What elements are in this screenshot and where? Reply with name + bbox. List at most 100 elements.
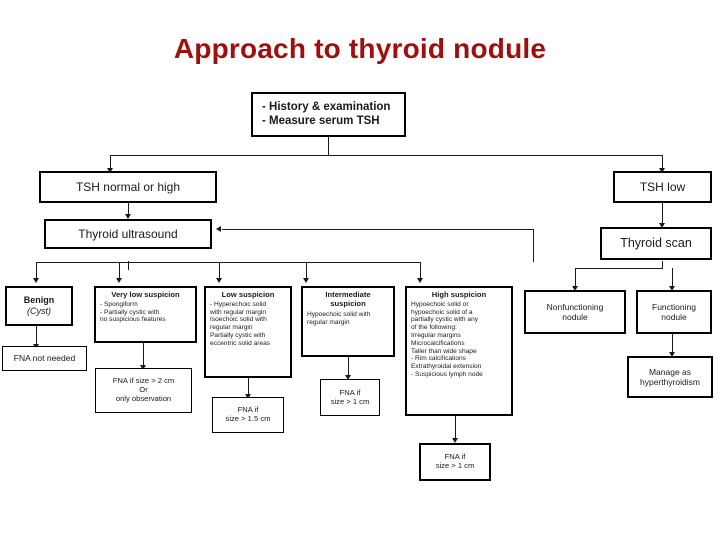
very-low-line-2: - Partially cystic with: [100, 308, 160, 316]
node-fna-not-needed[interactable]: FNA not needed: [2, 346, 87, 371]
arrow-verylow-action-icon: [139, 365, 146, 370]
connector-scan-fan: [575, 268, 663, 269]
node-high-action[interactable]: FNA if size > 1 cm: [419, 443, 491, 481]
intermediate-action-line-1: FNA if: [339, 387, 361, 397]
node-thyroid-ultrasound[interactable]: Thyroid ultrasound: [44, 219, 212, 249]
connector-scan-to-nonfunctioning: [575, 268, 576, 288]
functioning-line-2: nodule: [661, 312, 687, 322]
intermediate-line-2: regular margin: [307, 318, 350, 326]
connector-functioning-to-manage: [672, 334, 673, 354]
nonfunctioning-line-1: Nonfunctioning: [546, 301, 604, 312]
node-thyroid-scan[interactable]: Thyroid scan: [600, 227, 712, 260]
high-action-line-1: FNA if: [444, 452, 466, 462]
node-functioning-nodule[interactable]: Functioning nodule: [636, 290, 712, 334]
tsh-low-label: TSH low: [639, 179, 686, 194]
initial-line-1: - History & examination: [262, 100, 391, 113]
node-manage-as-hyperthyroidism[interactable]: Manage as hyperthyroidism: [627, 356, 713, 398]
low-line-6: eccentric solid areas: [210, 339, 271, 347]
node-low-action[interactable]: FNA if size > 1.5 cm: [212, 397, 284, 433]
arrow-to-ultrasound-icon: [124, 214, 131, 219]
connector-scan-stem: [662, 261, 663, 269]
initial-line-2: - Measure serum TSH: [262, 114, 380, 127]
low-title: Low suspicion: [221, 290, 275, 299]
low-line-1: - Hyperechoic solid: [210, 300, 267, 308]
functioning-line-1: Functioning: [652, 301, 696, 312]
arrow-into-ultrasound-icon: [216, 225, 221, 232]
connector-us-stem: [128, 261, 129, 270]
arrow-to-functioning-icon: [668, 286, 675, 291]
arrow-to-scan-icon: [658, 223, 665, 228]
arrow-to-verylow-icon: [115, 278, 122, 283]
arrow-to-manage-icon: [668, 352, 675, 357]
high-line-8: - Rim calcifications: [411, 355, 466, 363]
high-line-1: Hypoechoic solid or: [411, 300, 469, 308]
intermediate-action-line-2: size > 1 cm: [330, 396, 370, 406]
node-initial-assessment[interactable]: - History & examination - Measure serum …: [251, 92, 406, 137]
manage-line-2: hyperthyroidism: [640, 377, 700, 387]
connector-initial-stem: [328, 137, 329, 155]
tsh-normal-label: TSH normal or high: [75, 179, 181, 194]
intermediate-title-1: Intermediate: [325, 290, 371, 299]
high-line-2: hypoechoic solid of a: [411, 308, 473, 316]
node-intermediate-suspicion[interactable]: Intermediate suspicion Hypoechoic solid …: [301, 286, 395, 357]
connector-us-to-high: [420, 262, 421, 280]
low-line-3: Isoechoic solid with: [210, 316, 267, 324]
low-line-5: Partially cystic with: [210, 332, 266, 340]
page-title: Approach to thyroid nodule: [173, 33, 547, 64]
connector-scan-return-vert: [533, 229, 534, 262]
intermediate-title-2: suspicion: [330, 298, 366, 308]
node-tsh-normal-or-high[interactable]: TSH normal or high: [39, 171, 217, 203]
arrow-to-high-icon: [416, 278, 423, 283]
connector-scan-to-functioning: [672, 268, 673, 288]
node-low-suspicion[interactable]: Low suspicion - Hyperechoic solid with r…: [204, 286, 292, 378]
arrow-to-intermediate-icon: [302, 278, 309, 283]
connector-verylow-to-action: [143, 343, 144, 367]
benign-subtitle: (Cyst): [27, 306, 51, 316]
high-line-9: Extrathyroidal extension: [411, 363, 482, 371]
low-line-2: with regular margin: [210, 308, 267, 316]
high-line-5: Irregular margins: [411, 332, 461, 340]
node-very-low-action[interactable]: FNA if size > 2 cm Or only observation: [95, 368, 192, 413]
high-line-6: Microcalcifications: [411, 339, 465, 347]
very-low-line-3: no suspicious features: [100, 316, 166, 324]
connector-tshlow-to-scan: [662, 203, 663, 225]
high-line-7: Taller than wide shape: [411, 347, 477, 355]
very-low-action-line-1: FNA if size > 2 cm: [112, 376, 175, 386]
low-line-4: regular margin: [210, 324, 253, 332]
high-line-3: partially cystic with any: [411, 316, 479, 324]
connector-low-to-action: [248, 378, 249, 396]
arrow-to-nonfunctioning-icon: [571, 286, 578, 291]
high-action-line-2: size > 1 cm: [435, 461, 475, 470]
connector-to-tsh-normal: [110, 155, 111, 170]
arrow-low-action-icon: [244, 394, 251, 399]
connector-tshnormal-to-us: [128, 203, 129, 216]
very-low-action-line-2: Or: [139, 385, 148, 395]
connector-us-to-verylow: [119, 262, 120, 280]
connector-to-tsh-low: [662, 155, 663, 170]
very-low-title: Very low suspicion: [111, 290, 180, 299]
connector-us-to-low: [219, 262, 220, 280]
connector-scan-return-horiz: [222, 229, 534, 230]
high-line-4: of the following:: [411, 324, 457, 332]
node-intermediate-action[interactable]: FNA if size > 1 cm: [320, 379, 380, 416]
thyroid-ultrasound-label: Thyroid ultrasound: [78, 226, 178, 241]
connector-initial-split: [110, 155, 663, 156]
arrow-to-benign-icon: [32, 278, 39, 283]
nonfunctioning-line-2: nodule: [562, 312, 588, 322]
thyroid-scan-label: Thyroid scan: [620, 236, 692, 251]
node-very-low-suspicion[interactable]: Very low suspicion - Spongiform - Partia…: [94, 286, 197, 343]
arrow-to-tsh-normal-icon: [106, 168, 113, 173]
node-benign[interactable]: Benign (Cyst): [5, 286, 73, 326]
very-low-action-line-3: only observation: [115, 393, 172, 403]
high-line-10: - Suspicious lymph node: [411, 370, 483, 378]
connector-us-to-benign: [36, 262, 37, 280]
connector-us-to-intermediate: [306, 262, 307, 280]
connector-us-fan: [36, 262, 421, 263]
arrow-to-low-icon: [215, 278, 222, 283]
node-nonfunctioning-nodule[interactable]: Nonfunctioning nodule: [524, 290, 626, 334]
low-action-line-1: FNA if: [237, 405, 259, 415]
very-low-line-1: - Spongiform: [100, 300, 138, 308]
node-high-suspicion[interactable]: High suspicion Hypoechoic solid or hypoe…: [405, 286, 513, 416]
node-tsh-low[interactable]: TSH low: [613, 171, 712, 203]
low-action-line-2: size > 1.5 cm: [225, 414, 271, 423]
